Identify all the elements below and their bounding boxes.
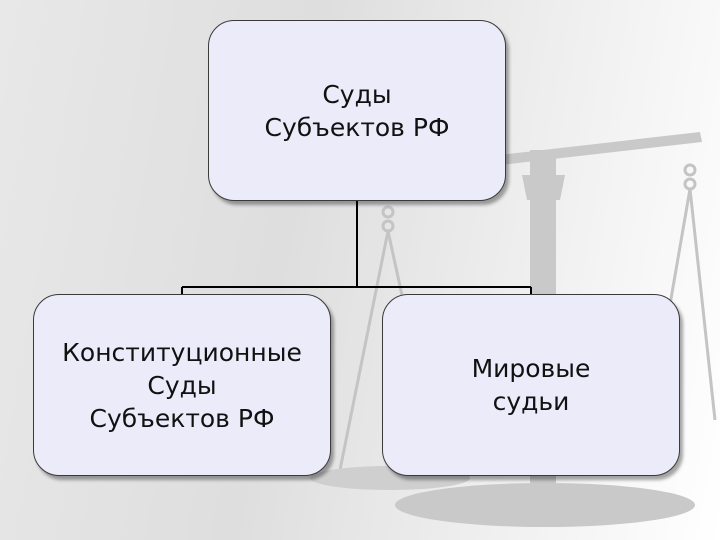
node-justices-of-peace-label: Мировые судьи <box>471 354 591 416</box>
node-justices-of-peace: Мировые судьи <box>382 294 680 476</box>
node-regional-courts: Суды Субъектов РФ <box>208 20 506 201</box>
node-constitutional-courts: Конституционные Суды Субъектов РФ <box>33 294 331 476</box>
node-regional-courts-label: Суды Субъектов РФ <box>264 79 450 142</box>
node-constitutional-courts-label: Конституционные Суды Субъектов РФ <box>62 337 302 433</box>
